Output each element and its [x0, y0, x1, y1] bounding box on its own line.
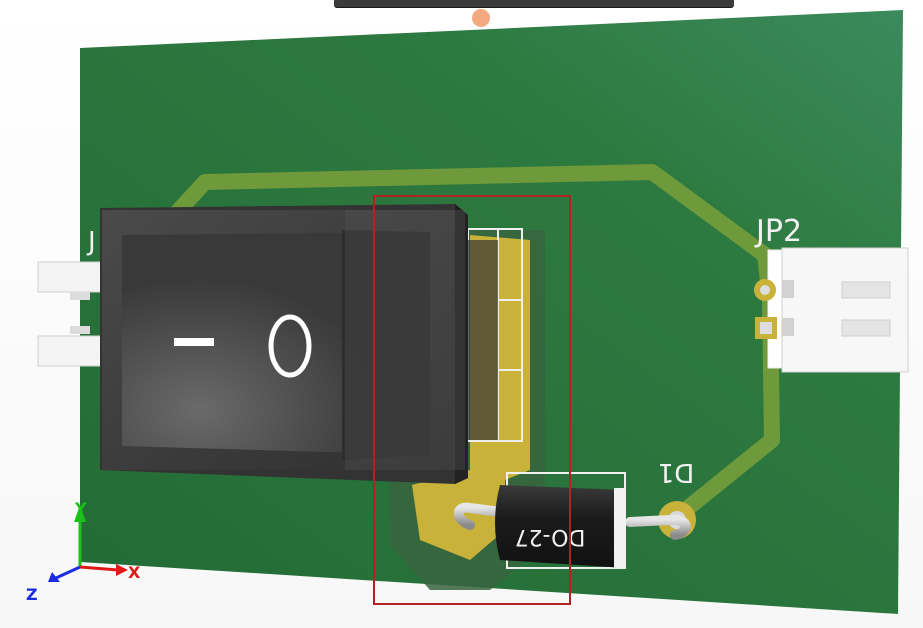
header-right-designator: JP2: [754, 214, 802, 249]
rocker-switch[interactable]: [100, 204, 498, 484]
xyz-axes-icon: Y X Z: [26, 499, 141, 604]
axis-y-label: Y: [74, 499, 87, 518]
switch-off-mark: [268, 314, 312, 378]
header-j[interactable]: J: [37, 227, 109, 367]
diode-d1[interactable]: DO-27 D1: [453, 457, 696, 569]
header-jp2[interactable]: JP2: [754, 214, 909, 373]
header-left-designator: J: [86, 227, 96, 257]
switch-on-mark: [174, 338, 214, 346]
diode-designator: D1: [658, 457, 695, 487]
diode-package-label: DO-27: [515, 524, 586, 549]
cathode-band: [614, 488, 626, 568]
viewer-toolbar[interactable]: [334, 0, 734, 8]
axis-x-label: X: [128, 563, 141, 582]
axis-z-label: Z: [26, 585, 38, 604]
cursor-indicator: [472, 9, 490, 27]
selection-box[interactable]: [373, 195, 571, 605]
